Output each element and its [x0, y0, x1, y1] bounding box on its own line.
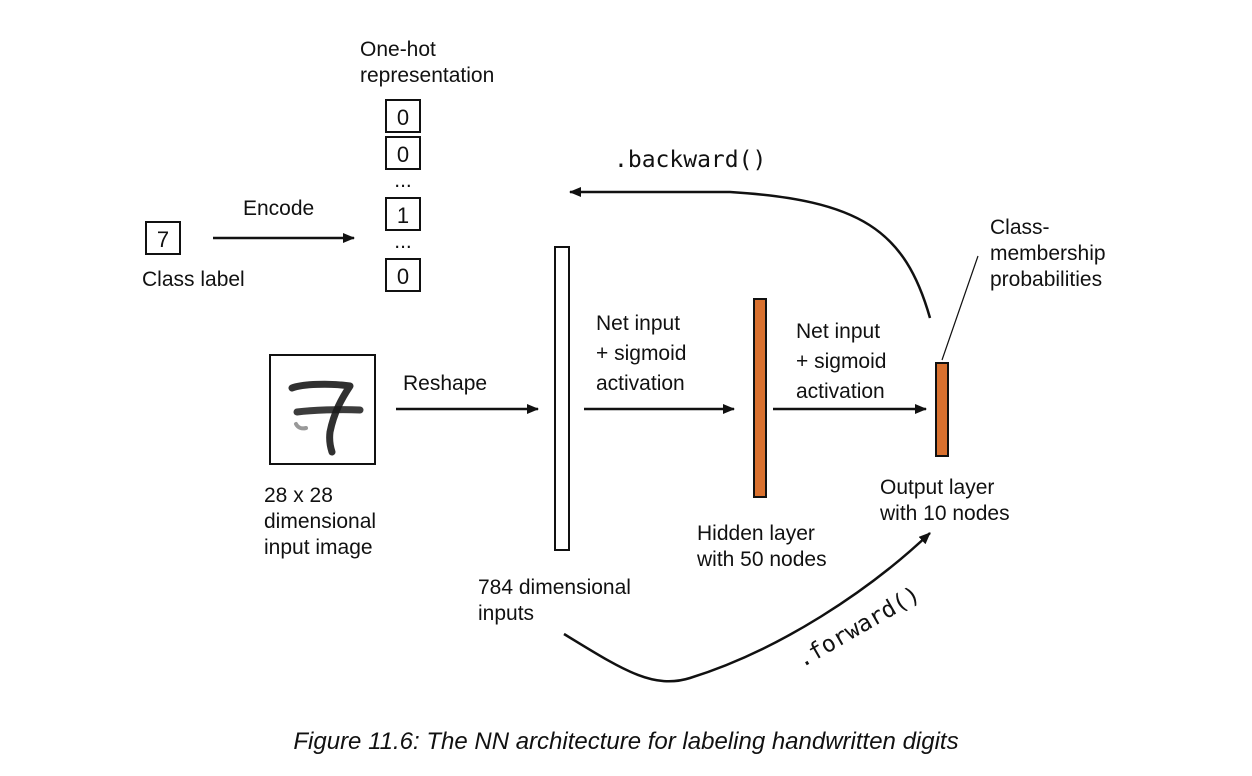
one-hot-cell-value: 1 [397, 203, 409, 228]
one-hot-cell-box [385, 197, 421, 231]
one-hot-cell-value: 0 [397, 142, 409, 167]
net-input-1-line-2: + sigmoid [596, 342, 686, 365]
output-label-line-1: Output layer [880, 476, 994, 499]
hidden-label-line-2: with 50 nodes [696, 548, 827, 571]
encode-label: Encode [243, 197, 314, 220]
input-image-label-line-3: input image [264, 536, 373, 559]
inputs-label-line-1: 784 dimensional [478, 576, 631, 599]
hidden-layer-bar [753, 298, 767, 498]
hidden-label-line-1: Hidden layer [697, 522, 815, 545]
one-hot-cell-value: 0 [397, 264, 409, 289]
class-label-text: Class label [142, 268, 245, 291]
net-input-2-line-2: + sigmoid [796, 350, 886, 373]
input-layer-bar [554, 246, 570, 551]
class-membership-pointer [941, 255, 979, 361]
class-label-box [145, 221, 181, 255]
net-input-2-line-1: Net input [796, 320, 880, 343]
one-hot-ellipsis: ... [394, 230, 412, 253]
class-label-value: 7 [157, 227, 169, 252]
net-input-2-line-3: activation [796, 380, 885, 403]
one-hot-cell-box [385, 136, 421, 170]
reshape-label: Reshape [403, 372, 487, 395]
inputs-label-line-2: inputs [478, 602, 534, 625]
backward-label: .backward() [614, 147, 766, 173]
net-input-1-line-1: Net input [596, 312, 680, 335]
output-layer-bar [935, 362, 949, 457]
one-hot-cell-box [385, 99, 421, 133]
input-image-label-line-2: dimensional [264, 510, 376, 533]
net-input-1-line-3: activation [596, 372, 685, 395]
one-hot-cell-value: 0 [397, 105, 409, 130]
one-hot-cell-box [385, 258, 421, 292]
input-image-label-line-1: 28 x 28 [264, 484, 333, 507]
handwritten-seven-image [288, 380, 364, 456]
figure-caption: Figure 11.6: The NN architecture for lab… [293, 728, 959, 755]
class-membership-line-2: membership [990, 242, 1106, 265]
one-hot-title-line-2: representation [360, 64, 494, 87]
forward-arrow [563, 532, 931, 683]
backward-arrow [569, 187, 932, 319]
one-hot-title-line-1: One-hot [360, 38, 436, 61]
one-hot-ellipsis: ... [394, 169, 412, 192]
output-label-line-2: with 10 nodes [879, 502, 1010, 525]
class-membership-line-1: Class- [990, 216, 1050, 239]
forward-label: .forward() [792, 581, 925, 673]
class-membership-line-3: probabilities [990, 268, 1102, 291]
